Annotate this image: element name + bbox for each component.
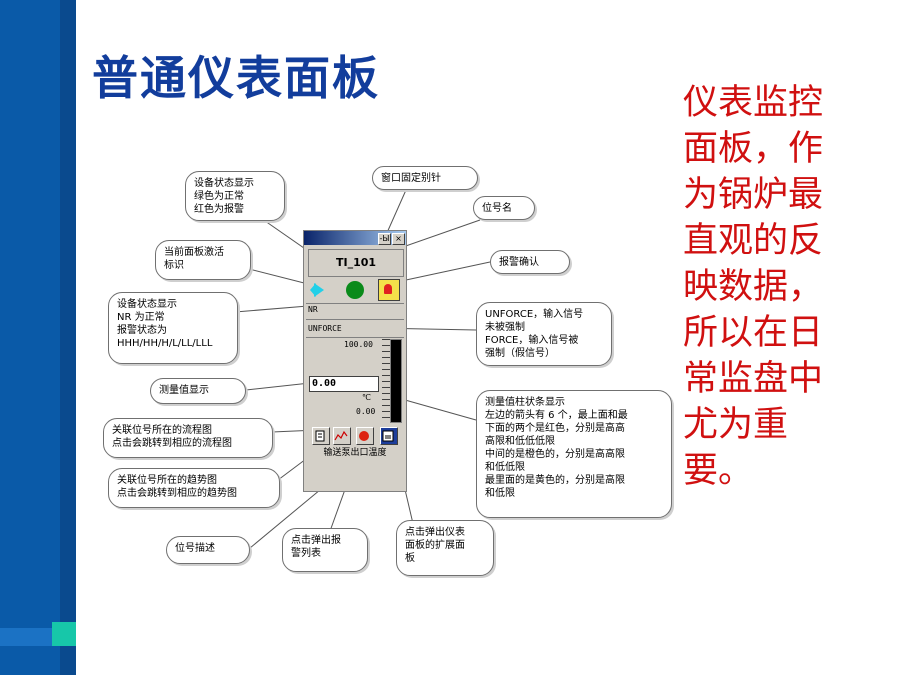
callout-line: 设备状态显示	[194, 178, 254, 189]
trend-icon[interactable]	[333, 427, 351, 445]
callout-activate: 当前面板激活 标识	[155, 240, 251, 280]
instrument-panel[interactable]: -Ы × TI_101 NR UNFORCE 100.00 0.00 ℃ 0.0…	[303, 230, 407, 492]
callout-line: 测量值显示	[159, 385, 209, 396]
range-low: 0.00	[356, 407, 376, 416]
leader-bar	[397, 397, 477, 421]
callout-line: 点击弹出报	[291, 535, 341, 546]
callout-line: 高限和低低低限	[485, 436, 555, 447]
callout-line: 关联位号所在的流程图	[112, 425, 212, 436]
callout-line: 绿色为正常	[194, 191, 244, 202]
callout-line: 警列表	[291, 548, 321, 559]
side-line: 直观的反	[683, 221, 824, 261]
ack-alarm-icon[interactable]	[378, 279, 400, 301]
alarm-list-icon-glyph	[359, 431, 369, 441]
divider	[306, 319, 404, 320]
callout-line: 面板的扩展面	[405, 540, 465, 551]
callout-line: 当前面板激活	[164, 247, 224, 258]
divider	[306, 337, 404, 338]
side-line: 映数据，	[683, 267, 824, 307]
callout-desc: 位号描述	[166, 536, 250, 564]
side-line: 尤为重要。	[683, 405, 789, 491]
callout-line: 位号描述	[175, 543, 215, 554]
callout-line: 设备状态显示	[117, 299, 177, 310]
leader-window-pin	[385, 189, 407, 236]
divider	[306, 303, 404, 304]
tag-description: 输送泵出口温度	[323, 448, 387, 458]
side-line: 仪表监控	[683, 83, 824, 123]
callout-line: 点击会跳转到相应的流程图	[112, 438, 232, 449]
active-arrow-icon	[314, 283, 324, 297]
flowchart-icon[interactable]	[312, 427, 330, 445]
callout-line: 点击会跳转到相应的趋势图	[117, 488, 237, 499]
sidebar-stripe	[60, 0, 76, 675]
callout-line: HHH/HH/H/L/LL/LLL	[117, 338, 213, 349]
callout-flowchart: 关联位号所在的流程图 点击会跳转到相应的流程图	[103, 418, 273, 458]
callout-line: 和低低限	[485, 462, 525, 473]
trend-icon-glyph	[334, 430, 348, 441]
callout-window-pin: 窗口固定别针	[372, 166, 478, 190]
slide-title: 普通仪表面板	[92, 51, 380, 105]
callout-line: 下面的两个是红色，分别是高高	[485, 423, 625, 434]
callout-tag-name: 位号名	[473, 196, 535, 220]
callout-line: 位号名	[482, 203, 512, 214]
leader-status-text	[234, 305, 309, 313]
callout-line: 左边的箭头有 6 个，最上面和最	[485, 410, 628, 421]
callout-line: 测量值柱状条显示	[485, 397, 565, 408]
tag-name: TI_101	[308, 249, 404, 277]
side-line: 常监盘中	[683, 359, 824, 399]
left-sidebar	[0, 0, 60, 675]
callout-line: 红色为报警	[194, 204, 244, 215]
measurement-bar	[390, 339, 402, 423]
unit-label: ℃	[362, 393, 371, 402]
measured-value: 0.00	[309, 376, 379, 392]
callout-line: 最里面的是黄色的，分别是高限	[485, 475, 625, 486]
callout-ack: 报警确认	[490, 250, 570, 274]
leader-measure	[245, 382, 311, 391]
close-button[interactable]: ×	[392, 233, 405, 245]
callout-line: 中间的是橙色的，分别是高高限	[485, 449, 625, 460]
callout-measure: 测量值显示	[150, 378, 246, 404]
callout-line: 和低限	[485, 488, 515, 499]
callout-force: UNFORCE，输入信号 未被强制 FORCE，输入信号被 强制（假信号）	[476, 302, 612, 366]
callout-line: 窗口固定别针	[381, 173, 441, 184]
callout-line: 报警状态为	[117, 325, 167, 336]
leader-activate	[244, 267, 313, 286]
callout-line: 未被强制	[485, 322, 525, 333]
device-status-icon	[346, 281, 364, 299]
status-text: NR	[308, 305, 318, 314]
expand-panel-icon-glyph	[382, 430, 394, 442]
callout-line: 报警确认	[499, 257, 539, 268]
callout-line: 板	[405, 553, 415, 564]
callout-line: 标识	[164, 260, 184, 271]
callout-line: UNFORCE，输入信号	[485, 309, 584, 320]
callout-alarm-list: 点击弹出报 警列表	[282, 528, 368, 572]
callout-bar: 测量值柱状条显示 左边的箭头有 6 个，最上面和最 下面的两个是红色，分别是高高…	[476, 390, 672, 518]
alarm-list-icon[interactable]	[356, 427, 374, 445]
active-arrow-icon	[310, 283, 316, 297]
callout-line: FORCE，输入信号被	[485, 335, 579, 346]
callout-device-status: 设备状态显示 绿色为正常 红色为报警	[185, 171, 285, 221]
range-high: 100.00	[344, 340, 373, 349]
side-description: 仪表监控 面板，作 为锅炉最 直观的反 映数据， 所以在日 常监盘中 尤为重要。	[683, 80, 853, 494]
decor-square-blue	[0, 628, 52, 646]
alarm-limit-ticks	[382, 339, 390, 421]
force-status: UNFORCE	[308, 324, 342, 333]
callout-line: 关联位号所在的趋势图	[117, 475, 217, 486]
side-line: 面板，作	[683, 129, 824, 169]
callout-status-text: 设备状态显示 NR 为正常 报警状态为 HHH/HH/H/L/LL/LLL	[108, 292, 238, 364]
callout-trend: 关联位号所在的趋势图 点击会跳转到相应的趋势图	[108, 468, 280, 508]
callout-line: 强制（假信号）	[485, 348, 555, 359]
side-line: 所以在日	[683, 313, 824, 353]
callout-line: 点击弹出仪表	[405, 527, 465, 538]
pin-button[interactable]: -Ы	[378, 233, 391, 245]
callout-expand: 点击弹出仪表 面板的扩展面 板	[396, 520, 494, 576]
expand-panel-icon[interactable]	[380, 427, 398, 445]
flowchart-icon-glyph	[315, 430, 325, 442]
callout-line: NR 为正常	[117, 312, 165, 323]
side-line: 为锅炉最	[683, 175, 824, 215]
decor-square-teal	[52, 622, 76, 646]
